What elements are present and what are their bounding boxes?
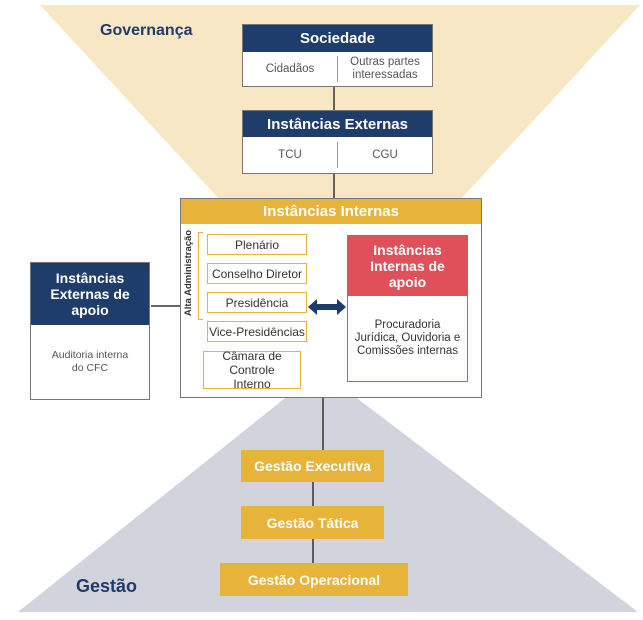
externas-apoio-title: Instâncias Externas de apoio <box>31 263 149 325</box>
alta-administracao-bracket <box>198 232 203 320</box>
externas-apoio-box: Instâncias Externas de apoio Auditoria i… <box>30 262 150 400</box>
gestao-tatica: Gestão Tática <box>241 506 384 539</box>
internas-apoio-title: Instâncias Internas de apoio <box>348 236 467 296</box>
alta-item-conselho-diretor: Conselho Diretor <box>207 263 307 284</box>
sociedade-item-outras-partes: Outras partes interessadas <box>350 56 420 81</box>
instancias-externas-title: Instâncias Externas <box>243 111 432 137</box>
sociedade-box: Sociedade Cidadãos Outras partes interes… <box>242 24 433 87</box>
alta-item-plenario: Plenário <box>207 234 307 255</box>
sociedade-item-cidadaos: Cidadãos <box>243 56 338 82</box>
externas-apoio-body: Auditoria interna do CFC <box>51 349 129 374</box>
externas-item-cgu: CGU <box>372 148 398 161</box>
governanca-label: Governança <box>100 22 193 39</box>
internas-apoio-body: Procuradoria Jurídica, Ouvidoria e Comis… <box>354 318 461 357</box>
double-arrow-icon <box>308 299 346 315</box>
camara-controle-interno: Câmara de Controle Interno <box>203 349 301 391</box>
gestao-label: Gestão <box>76 576 138 596</box>
gestao-executiva: Gestão Executiva <box>241 450 384 482</box>
sociedade-title: Sociedade <box>243 25 432 52</box>
internas-apoio-box: Instâncias Internas de apoio Procuradori… <box>347 235 468 382</box>
externas-item-tcu: TCU <box>243 142 338 168</box>
instancias-internas-title: Instâncias Internas <box>181 199 481 224</box>
gestao-operacional: Gestão Operacional <box>220 563 408 596</box>
alta-item-vice-presidencias: Vice-Presidências <box>207 321 307 342</box>
alta-item-presidencia: Presidência <box>207 292 307 313</box>
instancias-externas-box: Instâncias Externas TCU CGU <box>242 110 433 174</box>
alta-administracao-label: Alta Administração <box>183 229 194 317</box>
management-pyramid <box>18 370 638 612</box>
